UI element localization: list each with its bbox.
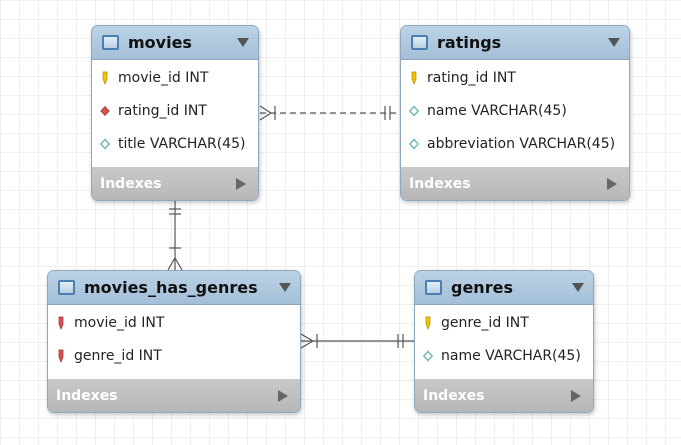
foreign-key-primary-icon <box>58 316 64 330</box>
column-text: movie_id INT <box>74 314 165 331</box>
chevron-down-icon[interactable] <box>237 38 249 47</box>
chevron-down-icon[interactable] <box>572 283 584 292</box>
indexes-label: Indexes <box>423 387 485 404</box>
column-row[interactable]: genre_id INT <box>48 339 300 372</box>
table-movies-has-genres[interactable]: movies_has_genres movie_id INT genre_id … <box>47 270 301 413</box>
column-row[interactable]: movie_id INT <box>48 306 300 339</box>
column-text: rating_id INT <box>118 102 207 119</box>
relationship-movies-movies-has-genres[interactable] <box>167 201 183 271</box>
column-diamond-icon <box>409 138 419 149</box>
table-name: ratings <box>437 33 502 52</box>
column-text: rating_id INT <box>427 69 516 86</box>
key-icon <box>425 316 431 330</box>
chevron-down-icon[interactable] <box>279 283 291 292</box>
column-text: abbreviation VARCHAR(45) <box>427 135 616 152</box>
table-icon <box>411 35 428 50</box>
indexes-label: Indexes <box>409 175 471 192</box>
table-ratings[interactable]: ratings rating_id INT name VARCHAR(45) a… <box>400 25 630 201</box>
column-text: genre_id INT <box>441 314 529 331</box>
indexes-label: Indexes <box>56 387 118 404</box>
table-genres[interactable]: genres genre_id INT name VARCHAR(45) Ind… <box>414 270 594 413</box>
indexes-bar[interactable]: Indexes <box>401 167 629 200</box>
column-diamond-icon <box>100 138 110 149</box>
indexes-bar[interactable]: Indexes <box>92 167 258 200</box>
table-movies[interactable]: movies movie_id INT rating_id INT title … <box>91 25 259 201</box>
table-header[interactable]: ratings <box>401 26 629 60</box>
table-name: genres <box>451 278 513 297</box>
foreign-key-primary-icon <box>58 349 64 363</box>
table-header[interactable]: genres <box>415 271 593 305</box>
column-text: genre_id INT <box>74 347 162 364</box>
expand-arrow-icon[interactable] <box>236 178 246 190</box>
column-text: movie_id INT <box>118 69 209 86</box>
indexes-bar[interactable]: Indexes <box>415 379 593 412</box>
column-row[interactable]: rating_id INT <box>92 94 258 127</box>
column-row[interactable]: abbreviation VARCHAR(45) <box>401 127 629 160</box>
column-text: name VARCHAR(45) <box>441 347 581 364</box>
column-text: name VARCHAR(45) <box>427 102 567 119</box>
table-icon <box>102 35 119 50</box>
expand-arrow-icon[interactable] <box>607 178 617 190</box>
key-icon <box>102 71 108 85</box>
column-row[interactable]: title VARCHAR(45) <box>92 127 258 160</box>
table-header[interactable]: movies <box>92 26 258 60</box>
column-row[interactable]: name VARCHAR(45) <box>401 94 629 127</box>
expand-arrow-icon[interactable] <box>278 390 288 402</box>
relationship-movies-ratings[interactable] <box>259 105 400 121</box>
column-row[interactable]: name VARCHAR(45) <box>415 339 593 372</box>
table-name: movies <box>128 33 192 52</box>
table-icon <box>58 280 75 295</box>
chevron-down-icon[interactable] <box>608 38 620 47</box>
table-name: movies_has_genres <box>84 278 258 297</box>
foreign-key-icon <box>100 105 110 116</box>
expand-arrow-icon[interactable] <box>571 390 581 402</box>
column-row[interactable]: genre_id INT <box>415 306 593 339</box>
column-row[interactable]: movie_id INT <box>92 61 258 94</box>
indexes-bar[interactable]: Indexes <box>48 379 300 412</box>
column-row[interactable]: rating_id INT <box>401 61 629 94</box>
key-icon <box>411 71 417 85</box>
indexes-label: Indexes <box>100 175 162 192</box>
column-diamond-icon <box>409 105 419 116</box>
table-icon <box>425 280 442 295</box>
column-diamond-icon <box>423 350 433 361</box>
table-header[interactable]: movies_has_genres <box>48 271 300 305</box>
relationship-movies-has-genres-genres[interactable] <box>300 333 414 349</box>
column-text: title VARCHAR(45) <box>118 135 246 152</box>
